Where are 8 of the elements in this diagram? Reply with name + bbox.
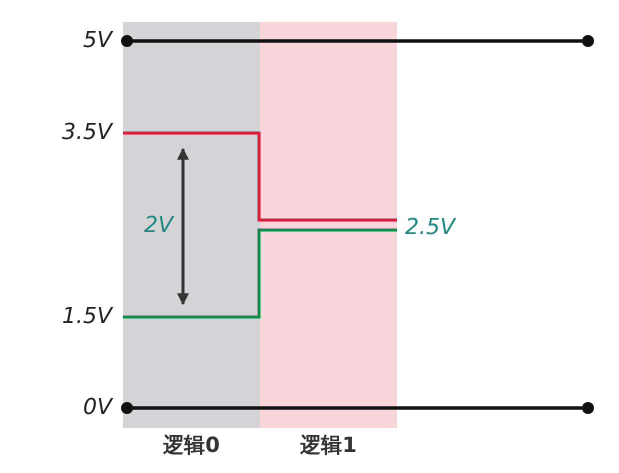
- voltage-label: 0V: [82, 396, 112, 420]
- dimension-label: 2V: [144, 214, 173, 238]
- voltage-label: 3.5V: [62, 121, 112, 145]
- voltage-label: 5V: [82, 29, 112, 53]
- voltage-label: 2.5V: [405, 216, 456, 240]
- band-label: 逻辑0: [162, 433, 221, 457]
- voltage-label: 1.5V: [62, 305, 112, 329]
- band-label: 逻辑1: [299, 433, 358, 457]
